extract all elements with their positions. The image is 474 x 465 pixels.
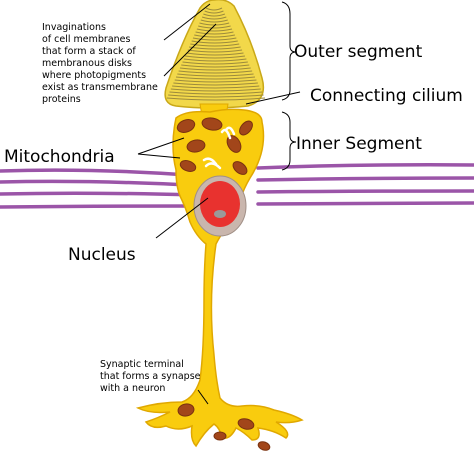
outer-segment-shape: [164, 0, 266, 109]
membranous-disks: [166, 7, 266, 101]
cell-membranes: [0, 163, 474, 209]
membranous-disk: [196, 28, 233, 32]
membranous-disk: [166, 97, 266, 101]
membranous-disk: [200, 19, 228, 23]
mitochondrion: [232, 161, 248, 175]
membranous-disk: [173, 82, 258, 86]
outer-segment-bracket: [281, 1, 297, 101]
mitochondrion: [213, 431, 227, 441]
membranous-disk: [185, 55, 246, 59]
membranous-disk: [192, 37, 237, 41]
membranous-disk: [198, 25, 231, 29]
membranous-disk: [191, 40, 238, 44]
pointer-lines: [137, 1, 301, 405]
mitochondrion: [186, 139, 206, 153]
mitochondrion: [177, 403, 195, 417]
membranous-disk: [201, 16, 227, 20]
membranous-disk: [204, 10, 224, 14]
inner-segment-label: Inner Segment: [296, 134, 422, 154]
membranous-disk: [182, 61, 248, 65]
nucleolus: [214, 210, 226, 218]
membranous-disk: [168, 94, 264, 98]
membranous-disk: [181, 64, 250, 68]
mitochondrion: [176, 119, 196, 133]
membranous-disk: [174, 79, 257, 83]
membranous-disk: [170, 88, 261, 92]
membrane-right-2: [256, 176, 474, 182]
membranous-disk: [183, 58, 247, 62]
nucleus-label: Nucleus: [68, 245, 136, 265]
membrane-left-4: [0, 204, 198, 209]
membranous-disk: [179, 67, 251, 71]
membrane-right-1: [256, 163, 474, 170]
outer-segment-label: Outer segment: [294, 42, 423, 62]
golgi-apparatus: [202, 126, 236, 170]
mitochondrion: [179, 160, 197, 172]
mitochondrion: [237, 418, 255, 430]
mitochondrion: [257, 441, 271, 451]
membrane-right-3: [256, 189, 474, 194]
membrane-right-4: [256, 201, 474, 206]
membranous-disk: [205, 7, 223, 11]
mitochondrion: [201, 117, 223, 131]
cell-body: [135, 108, 304, 448]
inner-segment-bracket: [281, 111, 297, 171]
membranous-disk: [186, 52, 244, 56]
membranous-disk: [177, 73, 254, 77]
membrane-left-3: [0, 191, 198, 197]
mitochondrion: [239, 120, 253, 136]
connecting-cilium-label: Connecting cilium: [310, 86, 463, 106]
membranous-disk: [169, 91, 263, 95]
membranous-disk: [203, 13, 226, 17]
membranous-disk: [187, 49, 243, 53]
membrane-left-2: [0, 179, 190, 187]
invaginations-label: Invaginations of cell membranes that for…: [42, 22, 161, 105]
mitochondria-label: Mitochondria: [4, 147, 115, 167]
membranous-disk: [195, 31, 234, 35]
membrane-left-1: [0, 168, 190, 177]
membranous-disk: [175, 76, 256, 80]
membranous-disk: [188, 46, 241, 50]
nucleus-shape: [193, 175, 247, 237]
membranous-disk: [178, 70, 253, 74]
synaptic-terminal-label: Synaptic terminal that forms a synapse w…: [100, 359, 204, 394]
membranous-disk: [190, 43, 240, 47]
membranous-disk: [194, 34, 236, 38]
membranous-disk: [172, 85, 260, 89]
mitochondria-group: [176, 117, 271, 451]
